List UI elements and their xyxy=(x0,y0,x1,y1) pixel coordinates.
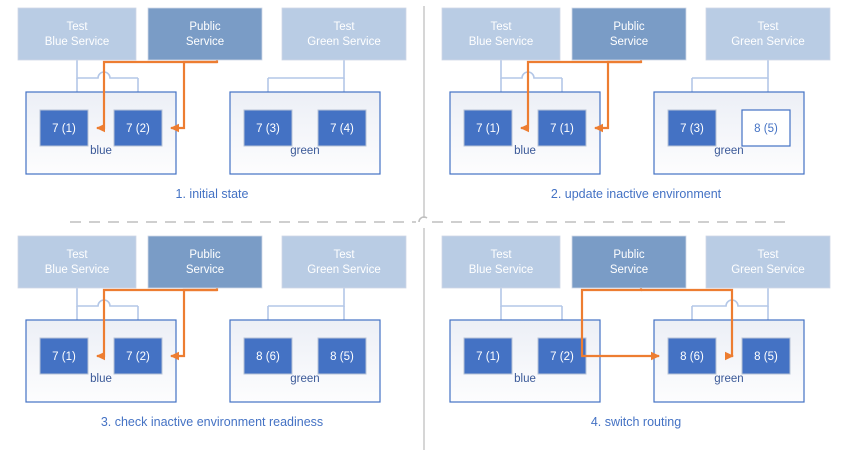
connector-test-green-rail xyxy=(268,288,345,307)
service-label-test-blue-line1: Test xyxy=(66,21,88,33)
env-label-blue: blue xyxy=(514,373,536,385)
connector-test-blue-rail xyxy=(500,288,562,307)
service-label-test-green-line1: Test xyxy=(333,21,355,33)
public-arrow-to-blue-2 xyxy=(170,60,217,133)
node-box-green-1[interactable] xyxy=(667,109,717,147)
node-label-blue-2: 7 (2) xyxy=(126,123,150,135)
service-label-test-blue-line1: Test xyxy=(66,249,88,261)
service-label-public-line1: Public xyxy=(613,249,645,261)
service-label-test-blue-line2: Blue Service xyxy=(469,264,534,276)
panel-caption-3: 3. check inactive environment readiness xyxy=(101,415,323,429)
node-label-green-2: 8 (5) xyxy=(754,351,778,363)
env-label-blue: blue xyxy=(514,145,536,157)
node-label-green-2: 8 (5) xyxy=(330,351,354,363)
service-box-test-green[interactable] xyxy=(705,7,831,61)
public-arrow-to-blue-2 xyxy=(594,60,641,133)
node-label-green-1: 8 (6) xyxy=(256,351,280,363)
public-routing xyxy=(520,60,643,133)
node-box-green-1[interactable] xyxy=(667,337,717,375)
service-box-test-green[interactable] xyxy=(281,7,407,61)
connector-test-green-rail xyxy=(692,60,769,79)
service-label-test-blue-line2: Blue Service xyxy=(45,264,110,276)
env-label-green: green xyxy=(714,373,743,385)
node-label-green-1: 7 (3) xyxy=(256,123,280,135)
service-label-test-green-line1: Test xyxy=(333,249,355,261)
service-label-test-green-line2: Green Service xyxy=(307,264,381,276)
node-box-green-2[interactable] xyxy=(741,337,791,375)
service-label-test-blue-line2: Blue Service xyxy=(469,36,534,48)
node-box-blue-1[interactable] xyxy=(39,109,89,147)
node-box-blue-2[interactable] xyxy=(537,337,587,375)
service-label-test-green-line1: Test xyxy=(757,249,779,261)
horizontal-divider xyxy=(70,216,790,223)
service-label-public-line1: Public xyxy=(613,21,645,33)
service-box-public[interactable] xyxy=(147,7,263,61)
service-label-public-line1: Public xyxy=(189,249,221,261)
panel-dividers xyxy=(70,6,790,450)
node-label-green-2: 8 (5) xyxy=(754,123,778,135)
panel-caption-1: 1. initial state xyxy=(176,187,249,201)
connector-test-green-rail xyxy=(268,60,345,79)
node-box-blue-1[interactable] xyxy=(463,337,513,375)
service-box-test-blue[interactable] xyxy=(17,7,137,61)
node-label-blue-2: 7 (1) xyxy=(550,123,574,135)
node-box-green-2[interactable] xyxy=(317,109,367,147)
node-label-blue-2: 7 (2) xyxy=(126,351,150,363)
node-label-blue-1: 7 (1) xyxy=(52,351,76,363)
env-label-green: green xyxy=(290,145,319,157)
public-arrow-to-blue-2 xyxy=(170,288,217,361)
service-label-public-line2: Service xyxy=(186,264,224,276)
node-label-blue-1: 7 (1) xyxy=(52,123,76,135)
panel-caption-4: 4. switch routing xyxy=(591,415,681,429)
env-label-blue: blue xyxy=(90,145,112,157)
service-box-test-green[interactable] xyxy=(705,235,831,289)
service-label-test-green-line1: Test xyxy=(757,21,779,33)
env-label-green: green xyxy=(714,145,743,157)
service-label-public-line1: Public xyxy=(189,21,221,33)
node-label-blue-2: 7 (2) xyxy=(550,351,574,363)
node-box-green-2[interactable] xyxy=(741,109,791,147)
service-box-test-blue[interactable] xyxy=(441,7,561,61)
service-label-test-green-line2: Green Service xyxy=(307,36,381,48)
service-box-test-blue[interactable] xyxy=(441,235,561,289)
env-label-blue: blue xyxy=(90,373,112,385)
node-label-green-2: 7 (4) xyxy=(330,123,354,135)
env-label-green: green xyxy=(290,373,319,385)
node-box-green-1[interactable] xyxy=(243,109,293,147)
public-routing xyxy=(580,288,734,361)
node-box-green-2[interactable] xyxy=(317,337,367,375)
service-label-test-green-line2: Green Service xyxy=(731,264,805,276)
panel-caption-2: 2. update inactive environment xyxy=(551,187,722,201)
service-label-public-line2: Service xyxy=(186,36,224,48)
service-label-public-line2: Service xyxy=(610,264,648,276)
node-label-blue-1: 7 (1) xyxy=(476,123,500,135)
node-box-green-1[interactable] xyxy=(243,337,293,375)
service-box-test-green[interactable] xyxy=(281,235,407,289)
node-box-blue-1[interactable] xyxy=(39,337,89,375)
node-box-blue-2[interactable] xyxy=(113,337,163,375)
node-box-blue-2[interactable] xyxy=(113,109,163,147)
service-box-public[interactable] xyxy=(571,7,687,61)
service-label-public-line2: Service xyxy=(610,36,648,48)
service-box-test-blue[interactable] xyxy=(17,235,137,289)
public-routing xyxy=(96,288,219,361)
node-label-green-1: 7 (3) xyxy=(680,123,704,135)
service-label-test-blue-line2: Blue Service xyxy=(45,36,110,48)
node-label-green-1: 8 (6) xyxy=(680,351,704,363)
service-label-test-blue-line1: Test xyxy=(490,21,512,33)
service-label-test-blue-line1: Test xyxy=(490,249,512,261)
service-box-public[interactable] xyxy=(571,235,687,289)
node-box-blue-2[interactable] xyxy=(537,109,587,147)
public-arrow-to-green-2 xyxy=(641,288,734,361)
service-label-test-green-line2: Green Service xyxy=(731,36,805,48)
node-box-blue-1[interactable] xyxy=(463,109,513,147)
node-label-blue-1: 7 (1) xyxy=(476,351,500,363)
public-routing xyxy=(96,60,219,133)
service-box-public[interactable] xyxy=(147,235,263,289)
